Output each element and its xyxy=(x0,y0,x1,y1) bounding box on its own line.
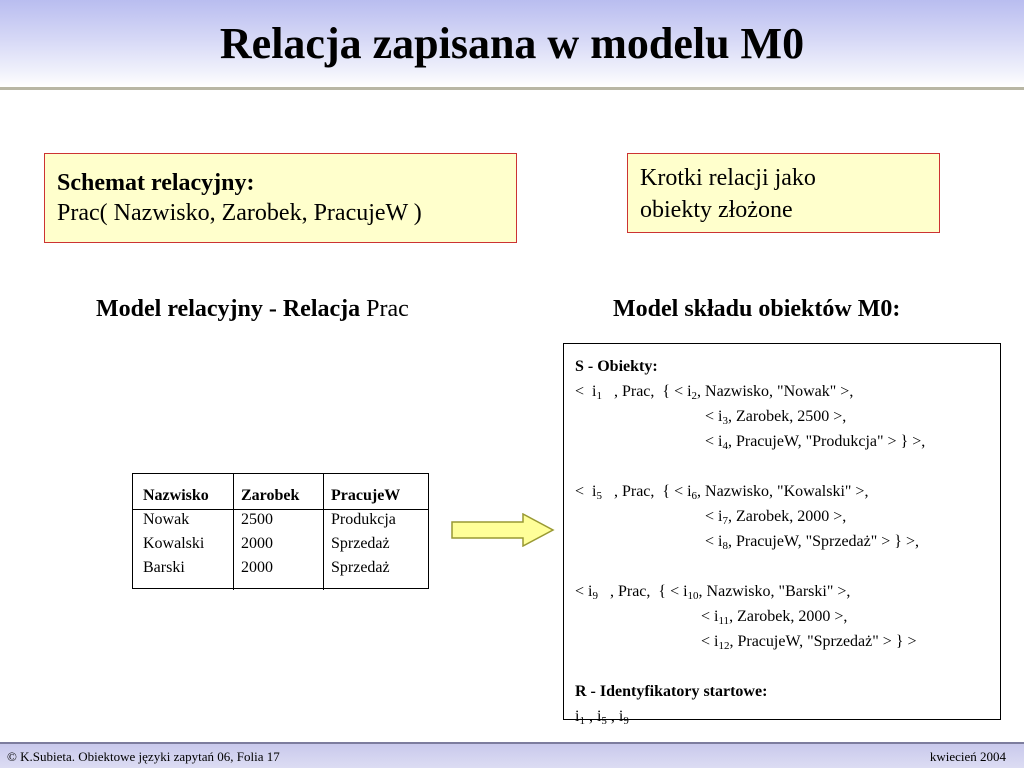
m0-store-box: S - Obiekty: < i1 , Prac, { < i2, Nazwis… xyxy=(563,343,1001,727)
table-divider xyxy=(233,474,234,590)
object-line: < i5 , Prac, { < i6, Nazwisko, "Kowalski… xyxy=(575,483,869,502)
object-line: < i8, PracujeW, "Sprzedaż" > } >, xyxy=(705,533,919,552)
objects-heading: S - Obiekty: xyxy=(575,358,658,375)
object-line: < i7, Zarobek, 2000 >, xyxy=(705,508,847,527)
table-cell: Barski xyxy=(143,559,185,576)
roots-heading: R - Identyfikatory startowe: xyxy=(575,683,768,700)
table-header: Zarobek xyxy=(241,487,300,504)
object-line: < i11, Zarobek, 2000 >, xyxy=(701,608,848,627)
relational-model-label: Model relacyjny - Relacja Prac xyxy=(96,296,409,323)
blank-line xyxy=(575,554,1000,579)
blank-line xyxy=(575,454,1000,479)
table-cell: Sprzedaż xyxy=(331,559,390,576)
footer-bar: © K.Subieta. Obiektowe języki zapytań 06… xyxy=(0,742,1024,768)
roots-line: i1 , i5 , i9 xyxy=(575,708,629,727)
object-line: < i1 , Prac, { < i2, Nazwisko, "Nowak" >… xyxy=(575,383,854,402)
table-cell: Produkcja xyxy=(331,511,396,528)
table-header: Nazwisko xyxy=(143,487,209,504)
table-header: PracujeW xyxy=(331,487,401,504)
relation-table: Nazwisko Nowak Kowalski Barski Zarobek 2… xyxy=(132,473,429,590)
footer-copyright: © K.Subieta. Obiektowe języki zapytań 06… xyxy=(7,749,280,764)
table-cell: Kowalski xyxy=(143,535,205,552)
table-column-zarobek: Zarobek 2500 2000 2000 xyxy=(241,484,299,580)
relational-model-label-bold: Model relacyjny - Relacja xyxy=(96,296,367,322)
schema-box: Schemat relacyjny: Prac( Nazwisko, Zarob… xyxy=(44,153,517,243)
table-divider xyxy=(323,474,324,590)
right-arrow-icon xyxy=(451,513,555,547)
tuples-note-box: Krotki relacji jako obiekty złożone xyxy=(627,153,940,233)
object-line: < i4, PracujeW, "Produkcja" > } >, xyxy=(705,433,926,452)
table-cell: 2500 xyxy=(241,511,273,528)
title-bar: Relacja zapisana w modelu M0 xyxy=(0,0,1024,90)
object-line: < i3, Zarobek, 2500 >, xyxy=(705,408,847,427)
object-line: < i12, PracujeW, "Sprzedaż" > } > xyxy=(701,633,917,652)
relational-model-label-plain: Prac xyxy=(366,296,409,322)
object-line: < i9 , Prac, { < i10, Nazwisko, "Barski"… xyxy=(575,583,851,602)
schema-heading: Schemat relacyjny: xyxy=(57,170,255,196)
table-cell: 2000 xyxy=(241,535,273,552)
m0-model-label: Model składu obiektów M0: xyxy=(613,296,901,322)
schema-definition: Prac( Nazwisko, Zarobek, PracujeW ) xyxy=(57,200,422,226)
table-column-nazwisko: Nazwisko Nowak Kowalski Barski xyxy=(143,484,209,580)
slide-title: Relacja zapisana w modelu M0 xyxy=(219,19,805,68)
table-cell: 2000 xyxy=(241,559,273,576)
table-cell: Sprzedaż xyxy=(331,535,390,552)
table-header-divider xyxy=(133,509,428,510)
tuples-note-line2: obiekty złożone xyxy=(640,197,793,223)
footer-date: kwiecień 2004 xyxy=(929,749,1006,764)
blank-line xyxy=(575,654,1000,679)
table-column-pracujew: PracujeW Produkcja Sprzedaż Sprzedaż xyxy=(331,484,400,580)
table-cell: Nowak xyxy=(143,511,190,528)
tuples-note-line1: Krotki relacji jako xyxy=(640,165,816,191)
